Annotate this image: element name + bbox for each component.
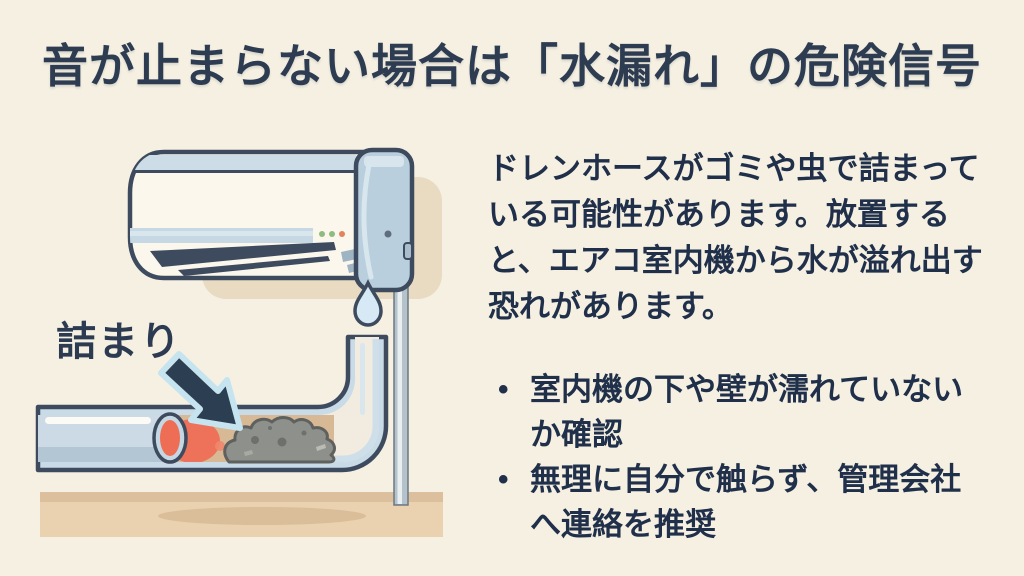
clog-arrow-icon [158,351,243,431]
ac-drain-hose-illustration: 詰まり [35,147,443,537]
indicator-light-2 [329,231,335,237]
ac-louver-2 [178,256,330,276]
hose-water-deep [38,447,172,462]
list-item-text: 室内機の下や壁が濡れていない か確認 [530,367,963,457]
list-item-line: へ連絡を推奨 [530,507,716,542]
ac-top-vent-line [130,170,356,173]
indicator-light-1 [319,231,325,237]
paragraph-line: いる可能性があります。放置する [488,197,950,232]
clog-fleck-2 [244,450,253,456]
ac-side-panel-tab [403,242,413,260]
water-highlight-streak [45,417,151,424]
page-title: 音が止まらない場合は「水漏れ」の危険信号 [42,40,982,92]
clog-spot-1 [251,436,259,444]
clog-spot-4 [268,426,272,430]
wall-pipe-highlight [397,277,402,504]
blockage-speck [215,441,225,451]
hose-vertical-highlight [360,343,365,415]
ac-front-details [130,155,356,276]
ac-top-vent [130,155,356,170]
list-item: • 室内機の下や壁が濡れていない か確認 [488,367,1024,457]
bullet-marker: • [498,463,509,496]
bullet-marker: • [498,373,509,406]
paragraph-line: 恐れがあります。 [488,289,733,324]
clog-fleck-1 [316,444,326,451]
hose-cutaway-blockage [160,420,180,456]
ac-side-panel-dot [384,230,392,238]
floor-shadow [158,507,366,525]
list-item-text: 無理に自分で触らず、管理会社 へ連絡を推奨 [530,457,961,547]
clog-label: 詰まり [56,320,182,364]
clog-blob [223,416,336,464]
ac-side-panel [353,147,415,293]
paragraph-line: ドレンホースがゴミや虫で詰まって [488,151,980,186]
ac-unit [127,147,415,293]
ac-button-1 [341,249,357,262]
list-item-line: 無理に自分で触らず、管理会社 [530,462,962,497]
hose-elbow-shade [326,339,379,462]
list-item: • 無理に自分で触らず、管理会社 へ連絡を推奨 [488,457,1024,547]
ac-side-panel-vent [364,156,404,167]
ac-band-highlight [130,231,313,236]
clog-spot-2 [277,437,287,447]
paragraph-line: と、エアコ室内機から水が溢れ出す [488,243,983,278]
description-paragraph: ドレンホースがゴミや虫で詰まって いる可能性があります。放置する と、エアコ室内… [488,146,1024,330]
drain-hose [35,334,389,473]
list-item-line: 室内機の下や壁が濡れていない [530,372,964,407]
indicator-light-3 [339,231,345,237]
water-drop-icon [353,279,383,327]
wall-pipe [393,274,409,506]
floor [40,492,443,537]
floor-edge [40,492,443,502]
clog-spot-3 [301,430,307,436]
ac-louver-1 [150,242,336,267]
bullet-list: • 室内機の下や壁が濡れていない か確認 • 無理に自分で触らず、管理会社 へ連… [488,367,1024,547]
ac-side-panel-highlight [361,162,374,280]
explanation-panel: ドレンホースがゴミや虫で詰まって いる可能性があります。放置する と、エアコ室内… [488,146,1024,547]
list-item-line: か確認 [530,417,623,452]
